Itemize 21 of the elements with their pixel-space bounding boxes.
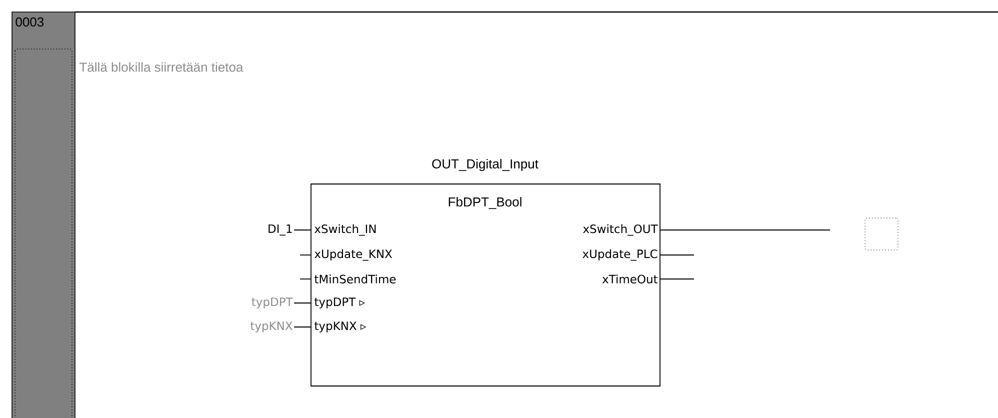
pin-label: tMinSendTime <box>314 274 396 284</box>
variable-name: DI_1 <box>268 224 292 236</box>
pin-label: typDPT ▹ <box>314 298 366 308</box>
comment-text: Tällä blokilla siirretään tietoa <box>80 62 244 72</box>
connector-line <box>660 278 694 280</box>
connector-line <box>300 254 312 256</box>
pin-label: xTimeOut <box>602 274 658 284</box>
pin-label: xUpdate_PLC <box>582 249 658 261</box>
pin-label: xSwitch_OUT <box>583 224 658 236</box>
placeholder-box <box>864 218 898 250</box>
node-label: OUT_Digital_Input <box>432 158 538 172</box>
connector-line <box>294 326 312 328</box>
pin-label: xUpdate_KNX <box>314 249 392 261</box>
variable-name: typKNX <box>250 322 292 332</box>
variable-name: typDPT <box>252 298 293 308</box>
connector-line <box>294 302 312 304</box>
connector-line <box>300 278 312 280</box>
connector-line <box>660 254 694 256</box>
pin-label: xSwitch_IN <box>314 224 376 236</box>
pin-label: typKNX ▹ <box>314 322 366 332</box>
network-number: 0003 <box>16 17 44 27</box>
